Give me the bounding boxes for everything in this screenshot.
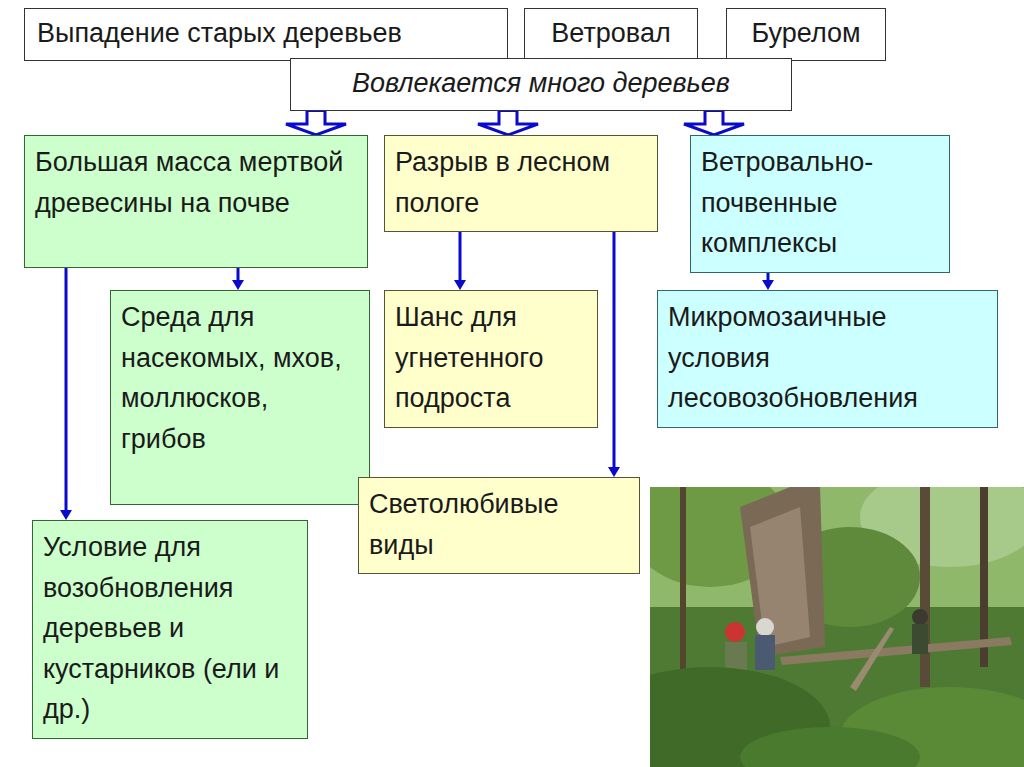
result-box: Микромозаичные условия лесовозобновления xyxy=(657,290,998,428)
arrowhead xyxy=(454,280,466,290)
box-text: Бурелом xyxy=(739,13,873,54)
box-text: Светолюбивые виды xyxy=(369,484,629,565)
arrow-connector xyxy=(232,268,244,290)
summary-box: Вовлекается много деревьев xyxy=(290,58,792,111)
arrowhead xyxy=(232,280,244,290)
block-arrow xyxy=(478,111,538,136)
box-text: Условие для возобновления деревьев и кус… xyxy=(43,527,297,730)
effect-box: Ветровально-почвенные комплексы xyxy=(690,135,950,273)
arrow-connector xyxy=(762,273,774,291)
box-text: Среда для насекомых, мхов, моллюсков, гр… xyxy=(121,297,359,459)
result-box: Среда для насекомых, мхов, моллюсков, гр… xyxy=(110,290,370,505)
connector-line xyxy=(459,232,462,280)
arrowhead xyxy=(60,510,72,520)
arrow-connector xyxy=(454,232,466,290)
arrow-connector xyxy=(60,268,72,520)
connector-line xyxy=(613,232,616,467)
effect-box: Разрыв в лесном пологе xyxy=(384,135,658,232)
arrowhead xyxy=(608,467,620,477)
block-arrow-shape xyxy=(286,111,346,136)
result-box: Условие для возобновления деревьев и кус… xyxy=(32,520,308,739)
connector-line xyxy=(237,268,240,280)
block-arrow xyxy=(286,111,346,136)
box-text: Ветровально-почвенные комплексы xyxy=(701,142,939,264)
connector-line xyxy=(65,268,68,510)
box-text: Ветровал xyxy=(537,13,685,54)
result-box: Светолюбивые виды xyxy=(358,477,640,574)
box-text: Разрыв в лесном пологе xyxy=(395,142,647,223)
box-text: Шанс для угнетенного подроста xyxy=(395,297,587,419)
block-arrow-shape xyxy=(478,111,538,136)
result-box: Шанс для угнетенного подроста xyxy=(384,290,598,428)
cause-box: Бурелом xyxy=(726,8,886,61)
box-text: Микромозаичные условия лесовозобновления xyxy=(668,297,987,419)
arrow-connector xyxy=(608,232,620,477)
box-text: Выпадение старых деревьев xyxy=(37,13,495,54)
block-arrow xyxy=(684,111,744,136)
cause-box: Выпадение старых деревьев xyxy=(24,8,508,61)
effect-box: Большая масса мертвой древесины на почве xyxy=(24,135,368,268)
block-arrow-shape xyxy=(684,111,744,136)
cause-box: Ветровал xyxy=(524,8,698,61)
arrowhead xyxy=(762,280,774,290)
box-text: Вовлекается много деревьев xyxy=(301,63,781,104)
forest-photo xyxy=(650,487,1024,767)
box-text: Большая масса мертвой древесины на почве xyxy=(35,142,357,223)
connector-line xyxy=(767,273,770,281)
